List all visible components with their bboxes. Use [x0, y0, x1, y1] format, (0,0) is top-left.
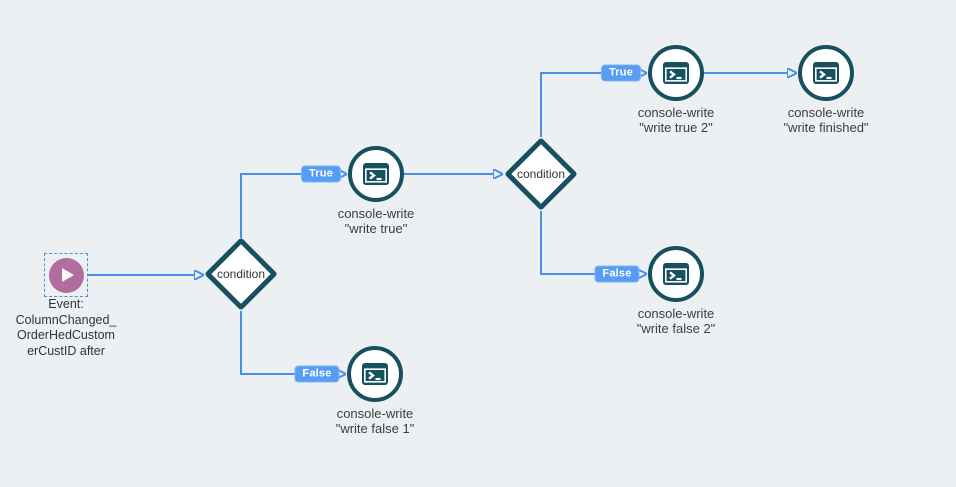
event-circle[interactable] — [48, 257, 84, 293]
node-subtitle: "write false 2" — [636, 320, 716, 336]
branch-badge-false[interactable]: False — [294, 365, 340, 383]
node-label: console-write "write false 1" — [305, 406, 445, 436]
node-console-write-true-2[interactable] — [648, 45, 704, 101]
node-label: console-write "write true 2" — [606, 105, 746, 135]
node-title: console-write — [336, 406, 414, 421]
event-label: Event: ColumnChanged_OrderHedCustomerCus… — [15, 297, 117, 358]
node-condition-2[interactable]: condition — [504, 137, 578, 211]
node-console-write-true[interactable] — [348, 146, 404, 202]
branch-badge-false[interactable]: False — [594, 265, 640, 283]
node-subtitle: "write true" — [344, 220, 408, 236]
play-icon — [62, 268, 74, 282]
node-title: console-write — [787, 105, 865, 120]
node-condition-1[interactable]: condition — [204, 237, 278, 311]
node-label: console-write "write false 2" — [606, 306, 746, 336]
node-title: console-write — [337, 206, 415, 221]
node-console-write-finished[interactable] — [798, 45, 854, 101]
node-subtitle: "write finished" — [783, 119, 869, 135]
node-subtitle: "write false 1" — [335, 420, 415, 436]
terminal-icon — [813, 62, 839, 84]
condition-label: condition — [216, 267, 266, 281]
node-console-write-false-2[interactable] — [648, 246, 704, 302]
node-label: console-write "write true" — [306, 206, 446, 236]
terminal-icon — [663, 62, 689, 84]
terminal-icon — [663, 263, 689, 285]
node-label: console-write "write finished" — [756, 105, 896, 135]
branch-badge-true[interactable]: True — [300, 165, 342, 183]
condition-label: condition — [516, 167, 566, 181]
terminal-icon — [363, 163, 389, 185]
node-title: console-write — [637, 105, 715, 120]
node-subtitle: "write true 2" — [639, 119, 713, 135]
node-title: console-write — [637, 306, 715, 321]
node-console-write-false-1[interactable] — [347, 346, 403, 402]
node-event[interactable] — [44, 253, 88, 297]
branch-badge-true[interactable]: True — [600, 64, 642, 82]
terminal-icon — [362, 363, 388, 385]
